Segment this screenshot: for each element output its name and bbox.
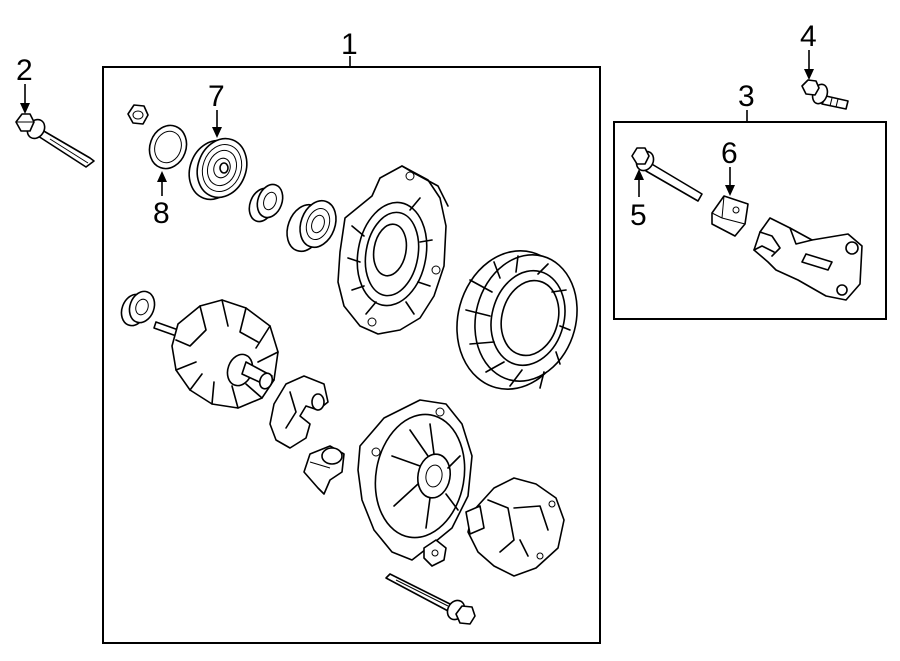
front-housing [337,165,449,335]
rear-housing [357,399,473,567]
washer-part-8 [148,124,188,170]
stator [456,250,578,390]
rotor [153,299,279,409]
alternator-bracket [753,217,863,301]
alternator-assembly-box [102,66,601,644]
callout-4-arrow [804,69,814,80]
pulley-part-7 [188,137,248,201]
bolt-part-5 [631,147,703,202]
long-bolt-part-2 [15,113,95,168]
bracket-assembly-box [613,121,887,320]
callout-6: 6 [721,137,738,170]
rear-bearing [120,290,156,327]
rear-cover [465,477,565,577]
collar-spacer [248,183,284,223]
callout-2-arrow [20,103,30,114]
callout-8: 8 [153,197,170,230]
nut [127,104,149,125]
callout-5-arrow [634,169,644,180]
brush-holder [269,375,329,449]
front-bearing [286,199,337,253]
through-bolt [385,573,476,625]
regulator-terminal [303,445,345,495]
short-bolt-part-4 [801,79,849,110]
clip-nut-part-6 [711,195,749,237]
callout-2: 2 [16,54,33,87]
callout-3: 3 [738,80,755,113]
callout-7-arrow [212,127,222,138]
callout-4: 4 [800,20,817,53]
callout-6-arrow [725,185,735,196]
callout-1: 1 [341,28,358,61]
callout-7: 7 [208,80,225,113]
callout-8-arrow [157,171,167,182]
callout-5: 5 [630,199,647,232]
